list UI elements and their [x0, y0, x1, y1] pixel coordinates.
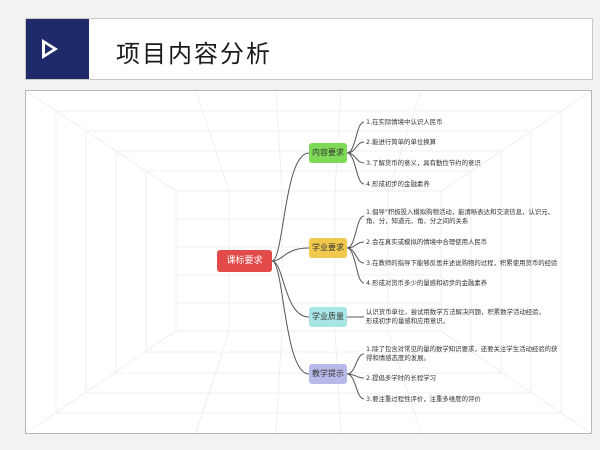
branch-node-teaching-tips: 教学提示: [309, 364, 347, 384]
leaf-content-2: 2.能进行简单的单位换算: [366, 138, 437, 146]
leaf-teaching-2: 2.提倡多学时的长程学习: [366, 374, 437, 382]
branch-node-content-requirements: 内容要求: [309, 143, 347, 163]
leaf-teaching-3: 3.要注重过程性评价，注重多维度的评价: [366, 395, 481, 403]
slide-header: 项目内容分析: [25, 18, 593, 80]
leaf-academic-1: 1.倡导"积极投入模拟购物活动，能清晰表达和交流信息，认识元、角、分，知道元、角…: [366, 208, 554, 225]
leaf-content-3: 3.了解货币的意义，具有勤俭节约的意识: [366, 159, 481, 167]
mind-map-canvas: 课标要求 内容要求 学业要求 学业质量 教学提示 1.在实际情境中认识人民币 2…: [25, 90, 592, 434]
leaf-academic-3: 3.在教师的指导下能够反思并述说购物的过程，积累使用货币的经验: [366, 259, 558, 267]
branch-node-academic-quality: 学业质量: [309, 307, 347, 327]
leaf-quality-1: 认识货币单位，尝试用数学方法解决问题，积累数学活动经验，形成初步的量感和应用意识…: [366, 308, 545, 325]
page-title: 项目内容分析: [116, 40, 272, 68]
leaf-content-4: 4.形成初步的金融素养: [366, 180, 430, 188]
leaf-teaching-1: 1.除了包含对常见的量的数学知识要求，还要关注学生活动经验的获得和情感态度的发展…: [366, 345, 558, 362]
root-node: 课标要求: [217, 250, 272, 272]
leaf-academic-2: 2.会在真实或模拟的情境中合理使用人民币: [366, 238, 488, 246]
perspective-grid: [26, 91, 591, 433]
branch-node-academic-requirements: 学业要求: [309, 238, 347, 258]
play-arrow-icon: [26, 19, 89, 79]
leaf-content-1: 1.在实际情境中认识人民币: [366, 118, 443, 126]
leaf-academic-4: 4.形成对货币多少的量感和初步的金融素养: [366, 279, 488, 287]
